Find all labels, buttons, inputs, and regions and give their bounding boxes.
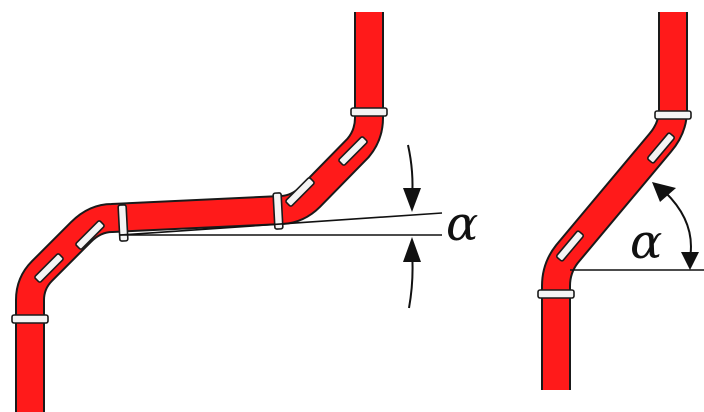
right-angle-arc — [664, 191, 692, 259]
right-clamp-bottom — [537, 289, 575, 299]
left-clamp-lower-diagonal-b — [75, 220, 105, 250]
left-reference-line-sloped — [119, 212, 443, 236]
left-clamp-lower-bend — [117, 204, 129, 242]
left-angle-label: α — [446, 196, 478, 252]
left-pipe-assembly: α — [11, 12, 478, 412]
left-pipe-body — [17, 12, 382, 412]
right-arrowhead-upper — [652, 182, 676, 202]
left-clamp-lower-diagonal-a — [34, 253, 64, 283]
left-arrowhead-upper — [403, 188, 421, 212]
right-arrowhead-lower — [681, 252, 699, 270]
left-clamp-upper-bend — [272, 192, 284, 230]
right-clamp-lower-diagonal — [556, 230, 584, 262]
right-pipe-assembly: α — [537, 12, 704, 390]
left-clamp-upper-diagonal-a — [285, 177, 315, 207]
right-clamp-upper-diagonal — [647, 132, 675, 164]
right-angle-label: α — [630, 214, 662, 270]
right-clamp-top — [654, 110, 692, 120]
left-clamp-upper-diagonal-b — [338, 136, 368, 166]
left-arrowhead-lower — [403, 237, 421, 262]
left-clamp-top — [350, 107, 388, 117]
left-clamp-bottom — [11, 314, 49, 324]
right-pipe-body — [543, 12, 686, 390]
